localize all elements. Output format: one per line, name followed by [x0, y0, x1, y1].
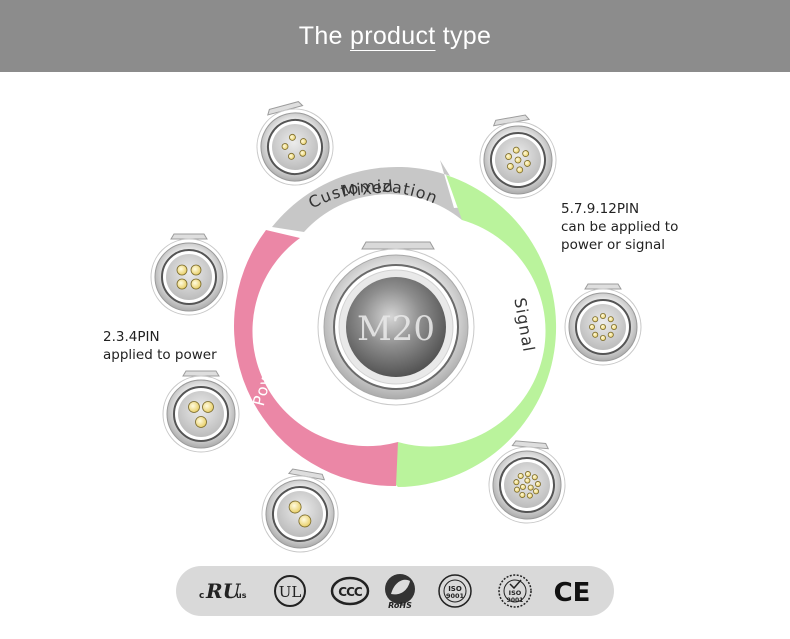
- connector-pin: [519, 483, 526, 490]
- connector-pin: [607, 331, 614, 338]
- connector-pin: [592, 331, 599, 338]
- connector-pin: [531, 474, 538, 481]
- ccc-icon: CCC: [328, 566, 372, 616]
- connector-pin: [588, 324, 595, 330]
- center-connector-m20: M20: [317, 241, 475, 406]
- connector-pin: [176, 264, 188, 276]
- connector-pin: [534, 481, 541, 488]
- note-signal-line2: can be applied to: [561, 219, 679, 235]
- connector-pin: [188, 401, 200, 413]
- connector-pin: [600, 334, 606, 341]
- connector-pin: [299, 149, 307, 157]
- title-underlined-word: product: [350, 21, 436, 50]
- connector-12pin-bottom-right: [488, 440, 566, 524]
- ul-icon: UL: [270, 566, 310, 616]
- iso9001-icon-1: ISO 9001: [436, 566, 474, 616]
- connector-pin: [298, 514, 312, 528]
- page-title: The product type: [299, 22, 491, 51]
- svg-text:us: us: [236, 591, 247, 600]
- note-signal-line1: 5.7.9.12PIN: [561, 201, 640, 217]
- cul-us-icon: c RU us: [198, 566, 250, 616]
- connector-4pin-left: [150, 233, 228, 316]
- segment-power: [233, 230, 398, 487]
- connector-pin: [527, 484, 534, 491]
- svg-text:CE: CE: [554, 578, 591, 606]
- center-label: M20: [357, 309, 435, 349]
- note-power-line2: applied to power: [103, 347, 217, 363]
- connector-pin: [522, 150, 530, 157]
- connector-pin: [526, 492, 533, 499]
- header-banner: The product type: [0, 0, 790, 72]
- rohs-icon: RoHS: [380, 566, 420, 616]
- connector-pin: [289, 133, 296, 141]
- connector-7pin-top-right: [479, 114, 557, 199]
- svg-text:CCC: CCC: [338, 585, 363, 599]
- svg-text:9001: 9001: [446, 592, 465, 600]
- segment-mixed-customization: [272, 160, 468, 232]
- connector-pin: [288, 152, 295, 160]
- connector-pin: [288, 500, 302, 514]
- svg-text:9001: 9001: [507, 597, 524, 604]
- segment-label-mixed: Mixed: [341, 176, 395, 200]
- svg-text:c: c: [199, 591, 204, 601]
- note-signal-pins: 5.7.9.12PIN can be applied to power or s…: [561, 200, 678, 254]
- connector-5pin-top: [256, 101, 334, 186]
- ce-icon: CE: [550, 566, 594, 616]
- connector-pin: [523, 160, 531, 167]
- svg-text:UL: UL: [279, 583, 302, 601]
- connector-pin: [506, 163, 514, 170]
- connector-pin: [195, 416, 207, 428]
- svg-text:ISO: ISO: [448, 585, 462, 593]
- connector-pin: [517, 472, 524, 479]
- connector-pin: [600, 324, 606, 330]
- connector-pin: [281, 143, 289, 150]
- connector-pin: [512, 146, 520, 154]
- connector-pin: [513, 479, 520, 486]
- connector-pin: [299, 138, 307, 145]
- connector-pin: [190, 278, 202, 290]
- connector-pin: [607, 316, 614, 323]
- connector-2pin-bottom: [261, 468, 339, 553]
- connector-pin: [176, 278, 188, 290]
- svg-text:ISO: ISO: [509, 589, 522, 597]
- certification-bar: c RU us UL CCC RoHS ISO 9001: [176, 566, 614, 616]
- connector-pin: [516, 166, 524, 174]
- title-suffix: type: [435, 21, 492, 50]
- segment-label-signal: Signal: [510, 296, 538, 354]
- iso9001-icon-2: ISO 9001: [496, 566, 534, 616]
- note-power-line1: 2.3.4PIN: [103, 329, 160, 345]
- connector-pin: [592, 316, 599, 323]
- connector-pin: [514, 156, 522, 164]
- connector-9pin-right: [564, 283, 642, 366]
- connector-pin: [524, 471, 531, 478]
- connector-3pin-left: [162, 370, 240, 453]
- cycle-ring: [233, 160, 557, 487]
- connector-pin: [505, 153, 513, 160]
- connector-pin: [202, 401, 214, 413]
- connector-pin: [190, 264, 202, 276]
- connector-pin: [524, 477, 531, 484]
- svg-text:RoHS: RoHS: [388, 601, 412, 610]
- connector-pin: [514, 486, 521, 493]
- connector-pin: [533, 488, 540, 495]
- note-signal-line3: power or signal: [561, 237, 666, 253]
- connector-pin: [600, 312, 606, 319]
- note-power-pins: 2.3.4PIN applied to power: [103, 328, 217, 364]
- product-type-diagram: Customization Mixed Signal Power M20: [150, 101, 642, 553]
- connector-pin: [610, 324, 617, 330]
- connector-pin: [519, 491, 526, 498]
- svg-text:RU: RU: [205, 579, 242, 603]
- title-prefix: The: [298, 21, 351, 50]
